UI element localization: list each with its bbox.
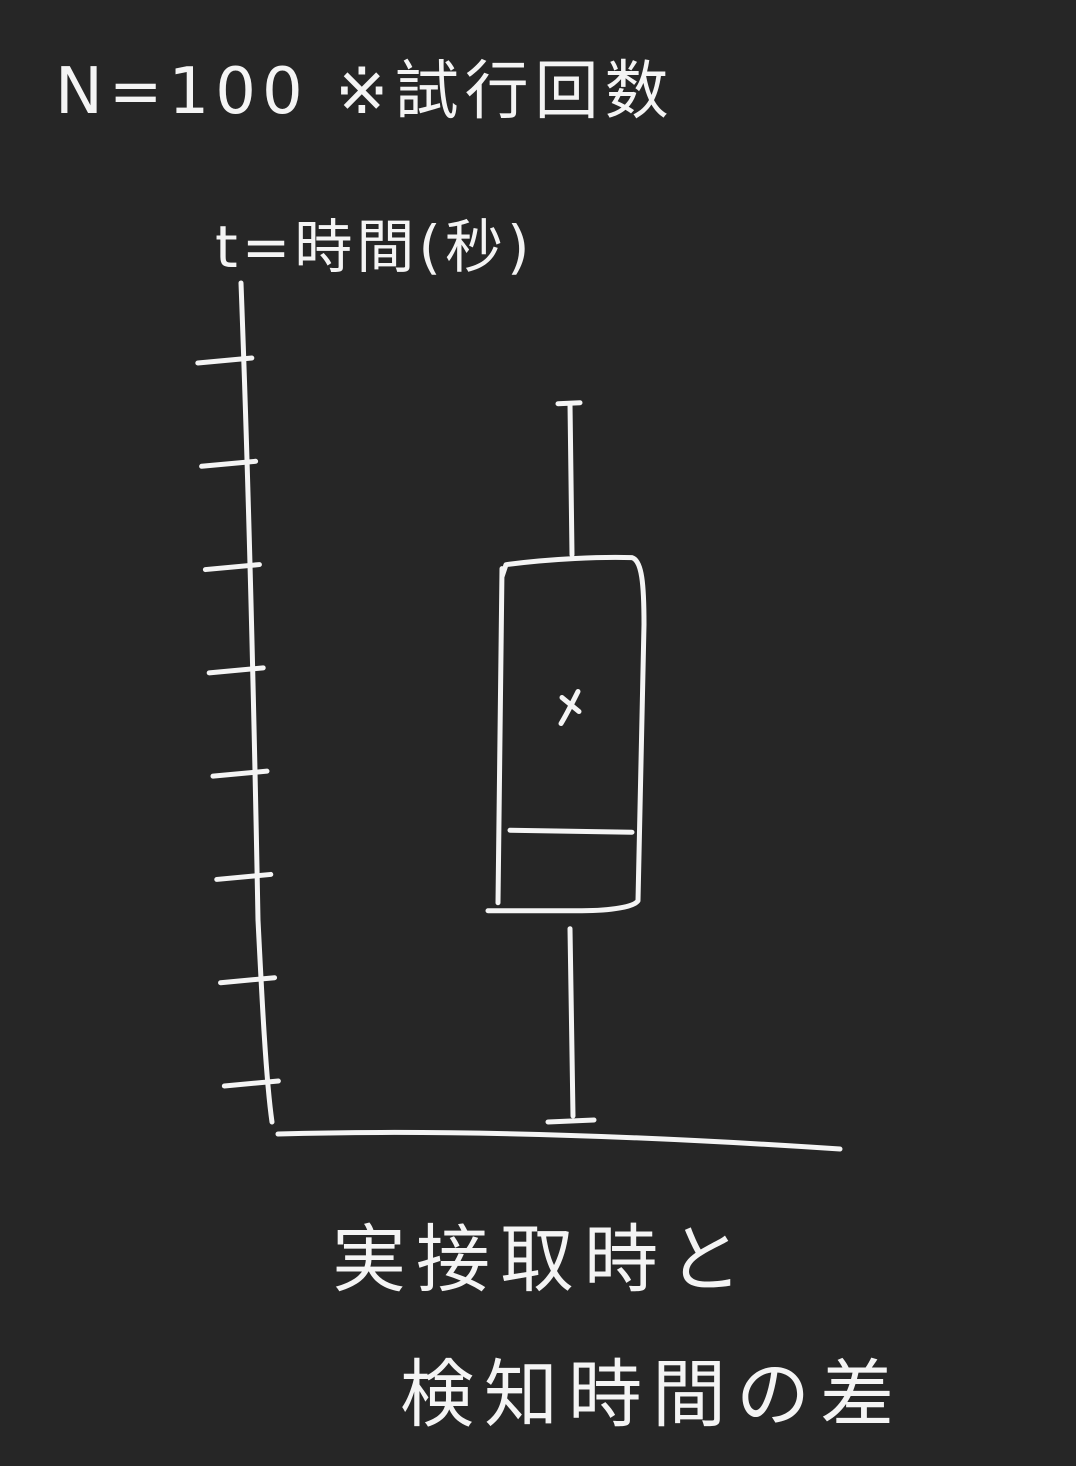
y-axis-label: t=時間(秒)	[215, 213, 534, 281]
y-tick-4	[206, 665, 266, 676]
lower-whisker	[567, 926, 576, 1119]
box-iqr	[485, 554, 647, 914]
upper-whisker-cap	[555, 400, 583, 407]
y-tick-5	[210, 768, 270, 779]
x-axis-line	[275, 1129, 843, 1152]
y-tick-6	[214, 871, 274, 882]
upper-whisker	[567, 401, 575, 558]
y-tick-2	[199, 458, 259, 469]
y-tick-3	[202, 562, 262, 573]
trial-count-note: N=100 ※試行回数	[55, 55, 675, 129]
y-tick-8	[221, 1078, 281, 1089]
mean-marker	[558, 689, 582, 727]
x-axis-label-line-2: 検知時間の差	[400, 1352, 904, 1438]
x-axis-label-line-1: 実接取時と	[332, 1217, 752, 1303]
lower-whisker-cap	[545, 1117, 597, 1125]
y-axis-line	[238, 280, 275, 1125]
y-tick-7	[218, 975, 278, 986]
median-line	[507, 827, 635, 835]
y-tick-1	[195, 355, 255, 366]
